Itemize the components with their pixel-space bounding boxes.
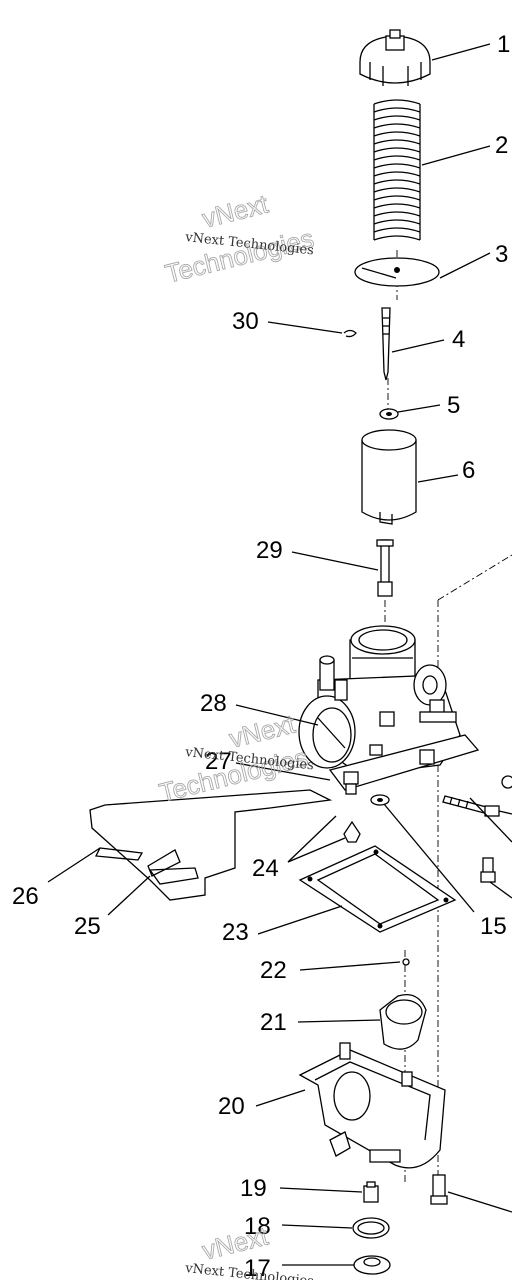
part-main-jet: [363, 1181, 379, 1203]
part-float-bowl-gasket: [298, 845, 457, 933]
callout-4: 4: [452, 326, 465, 353]
callout-26: 26: [12, 883, 39, 910]
callout-29: 29: [256, 537, 283, 564]
part-float: [379, 993, 427, 1050]
watermark-bottom: vNext vNext Technologies: [184, 1220, 315, 1280]
part-e-clip: [343, 329, 357, 338]
part-bowl-screw: [430, 1174, 448, 1205]
part-o-ring-18: [352, 1217, 390, 1239]
part-float-bowl: [298, 1042, 446, 1169]
part-plug: [402, 958, 410, 966]
callout-21: 21: [260, 1009, 287, 1036]
callout-22: 22: [260, 957, 287, 984]
part-carburetor-body: [298, 625, 480, 791]
callout-15: 15: [480, 913, 507, 940]
part-retainer-plate: [354, 257, 440, 287]
watermark-top: vNext Technologies vNext Technologies: [162, 188, 317, 289]
part-o-ring-15: [370, 794, 390, 806]
part-needle-valve-seat: [343, 771, 361, 843]
leader-line: [469, 797, 512, 843]
callout-20: 20: [218, 1093, 245, 1120]
callout-25: 25: [74, 913, 101, 940]
part-throttle-slide: [361, 429, 417, 525]
callout-27: 27: [205, 748, 232, 775]
watermark-middle: vNext Technologies vNext Technologies: [156, 708, 315, 808]
part-drain-screw: [480, 857, 496, 883]
callout-3: 3: [495, 241, 508, 268]
callout-6: 6: [462, 457, 475, 484]
callout-23: 23: [222, 919, 249, 946]
callout-1: 1: [497, 31, 510, 58]
callout-24: 24: [252, 855, 279, 882]
part-drain-plug: [353, 1255, 391, 1275]
part-jet-needle: [381, 307, 391, 381]
callout-2: 2: [495, 132, 508, 159]
callout-18: 18: [244, 1213, 271, 1240]
axis-line: [437, 554, 512, 601]
part-float-gauge: [89, 789, 333, 901]
part-edge-fitting: [501, 775, 512, 789]
callout-17: 17: [244, 1255, 271, 1280]
part-washer: [379, 408, 399, 420]
callout-5: 5: [447, 392, 460, 419]
part-spring: [373, 99, 421, 241]
part-cap: [359, 29, 431, 86]
callout-28: 28: [200, 690, 227, 717]
callout-30: 30: [232, 308, 259, 335]
callout-19: 19: [240, 1175, 267, 1202]
leader-lines: [47, 43, 491, 1266]
leader-line: [447, 1191, 512, 1213]
part-idle-screw: [376, 539, 394, 597]
leader-line: [489, 881, 512, 899]
svg-text:vNext: vNext: [199, 188, 271, 233]
